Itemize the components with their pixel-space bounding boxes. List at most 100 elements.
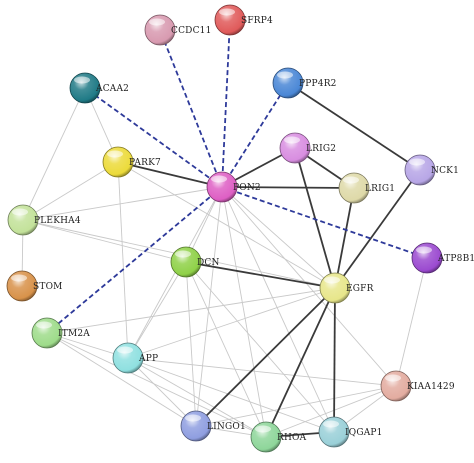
node-highlight [36,321,52,329]
node-highlight [255,425,271,433]
edge-pon2-rhoa [221,186,267,438]
edge-pon2-park7 [117,161,223,188]
node-highlight [74,76,90,84]
node-highlight [12,208,28,216]
edge-app-kiaa1429 [127,357,397,387]
edge-plekha4-park7 [22,161,119,221]
edge-app-rhoa [127,357,267,438]
edge-dcn-lingo1 [185,261,197,427]
edge-lrig2-egfr [294,147,336,289]
edge-egfr-itm2a [46,287,336,334]
node-highlight [324,276,340,284]
edge-pon2-sfrp4 [221,19,231,188]
node-label-egfr: EGFR [346,284,374,294]
edge-egfr-rhoa [265,287,336,438]
node-highlight [11,274,27,282]
node-label-itm2a: ITM2A [58,329,90,339]
node-highlight [185,414,201,422]
edge-pon2-lrig1 [221,186,355,189]
node-highlight [219,8,235,16]
edge-pon2-ppp4r2 [221,82,289,188]
node-lrig1[interactable]: LRIG1 [338,172,395,204]
node-label-ppp4r2: PPP4R2 [299,79,337,89]
edge-lingo1-kiaa1429 [195,385,397,427]
node-kiaa1429[interactable]: KIAA1429 [380,370,455,402]
node-highlight [284,136,300,144]
node-dcn[interactable]: DCN [170,246,220,278]
node-label-acaa2: ACAA2 [95,84,129,94]
node-highlight [409,158,425,166]
node-rhoa[interactable]: RHOA [250,421,307,453]
edge-park7-app [117,161,129,359]
edge-plekha4-dcn [22,219,187,263]
edge-itm2a-lingo1 [46,332,197,427]
edge-pon2-plekha4 [22,186,223,221]
node-label-dcn: DCN [197,258,220,268]
edge-atp8b1-kiaa1429 [395,257,428,387]
edge-nck1-egfr [334,169,421,289]
node-label-lrig2: LRIG2 [306,144,336,154]
edge-ppp4r2-nck1 [287,82,421,171]
node-label-nck1: NCK1 [431,166,459,176]
node-pon2[interactable]: PON2 [206,171,261,203]
node-highlight [107,150,123,158]
node-nck1[interactable]: NCK1 [404,154,459,186]
edge-pon2-kiaa1429 [221,186,397,387]
node-label-park7: PARK7 [129,158,161,168]
node-itm2a[interactable]: ITM2A [31,317,90,349]
node-label-ccdc11: CCDC11 [171,26,212,36]
node-egfr[interactable]: EGFR [319,272,374,304]
edge-egfr-iqgap1 [333,287,336,433]
node-label-pon2: PON2 [233,183,261,193]
node-highlight [117,346,133,354]
edge-acaa2-plekha4 [22,87,86,221]
edge-dcn-app [127,261,187,359]
edge-park7-egfr [117,161,336,289]
node-lrig2[interactable]: LRIG2 [279,132,336,164]
node-label-lingo1: LINGO1 [207,422,246,432]
node-plekha4[interactable]: PLEKHA4 [7,204,81,236]
node-label-plekha4: PLEKHA4 [34,216,81,226]
edge-rhoa-kiaa1429 [265,385,397,438]
node-ppp4r2[interactable]: PPP4R2 [272,67,337,99]
edge-dcn-iqgap1 [185,261,335,433]
node-atp8b1[interactable]: ATP8B1 [411,242,474,274]
node-label-kiaa1429: KIAA1429 [407,382,455,392]
node-highlight [343,176,359,184]
node-label-sfrp4: SFRP4 [241,16,273,26]
node-highlight [175,250,191,258]
node-highlight [211,175,227,183]
edge-dcn-rhoa [185,261,267,438]
edge-pon2-itm2a [46,186,223,334]
edge-egfr-app [127,287,336,359]
node-iqgap1[interactable]: IQGAP1 [318,416,383,448]
node-sfrp4[interactable]: SFRP4 [214,4,273,36]
node-highlight [385,374,401,382]
edge-dcn-egfr [185,261,336,289]
node-highlight [277,71,293,79]
edge-pon2-acaa2 [84,87,223,188]
node-app[interactable]: APP [112,342,158,374]
edge-lrig1-egfr [334,187,355,289]
node-highlight [323,420,339,428]
node-label-atp8b1: ATP8B1 [437,254,474,264]
node-label-stom: STOM [33,282,63,292]
node-highlight [149,18,165,26]
node-acaa2[interactable]: ACAA2 [69,72,129,104]
node-label-rhoa: RHOA [277,433,307,443]
edge-pon2-atp8b1 [221,186,428,259]
node-lingo1[interactable]: LINGO1 [180,410,246,442]
edge-pon2-ccdc11 [159,29,223,188]
node-label-lrig1: LRIG1 [365,184,395,194]
edge-pon2-lingo1 [195,186,223,427]
node-stom[interactable]: STOM [6,270,63,302]
node-ccdc11[interactable]: CCDC11 [144,14,212,46]
edge-egfr-lingo1 [195,287,336,427]
edge-pon2-egfr [221,186,336,289]
edge-pon2-iqgap1 [221,186,335,433]
edge-app-iqgap1 [127,357,335,433]
node-park7[interactable]: PARK7 [102,146,161,178]
edge-app-lingo1 [127,357,197,427]
